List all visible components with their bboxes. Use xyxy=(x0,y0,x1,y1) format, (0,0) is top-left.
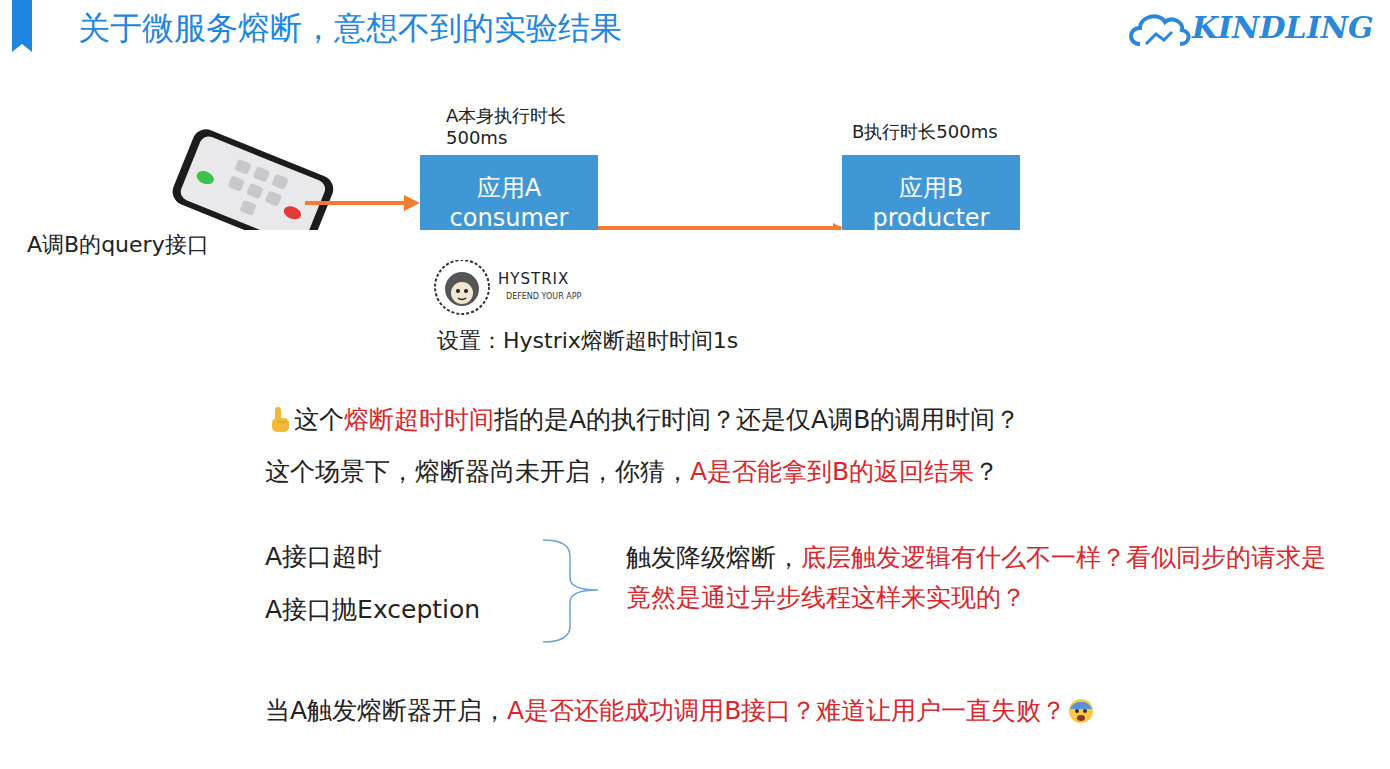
question-line: 这个场景下，熔断器尚未开启，你猜，A是否能拿到B的返回结果？ xyxy=(265,456,999,489)
curly-brace xyxy=(543,540,598,642)
plain-text: A接口超时 xyxy=(265,541,382,574)
plain-text: HYSTRIX xyxy=(498,270,569,290)
setting-note: 设置：Hystrix熔断超时时间1s xyxy=(437,327,738,356)
emoji-icon xyxy=(1068,698,1094,724)
duration-note: A本身执行时长 500ms xyxy=(446,105,596,148)
plain-text: 触发降级熔断， xyxy=(626,543,801,572)
highlight-text: A是否能拿到B的返回结果 xyxy=(690,456,974,489)
plain-text: ？ xyxy=(974,456,999,489)
plain-text: KINDLING xyxy=(1192,8,1374,47)
hystrix-tagline: DEFEND YOUR APP xyxy=(506,292,581,302)
highlight-text: A是否还能成功调用B接口？难道让用户一直失败？ xyxy=(507,695,1066,728)
box-label: 应用B producter xyxy=(852,173,1010,233)
edge-label: A调B的query接口 xyxy=(25,230,1390,260)
plain-text: DEFEND YOUR APP xyxy=(506,292,581,302)
emoji-icon xyxy=(268,406,292,434)
cloud-logo xyxy=(1131,16,1189,44)
question-line: 当A触发熔断器开启，A是否还能成功调用B接口？难道让用户一直失败？ xyxy=(265,695,1096,728)
hystrix-wordmark: HYSTRIX xyxy=(498,270,569,290)
plain-text: 这个场景下，熔断器尚未开启，你猜， xyxy=(265,456,690,489)
plain-text: 这个 xyxy=(294,404,344,437)
plain-text: 指的是A的执行时间？还是仅A调B的调用时间？ xyxy=(494,404,1020,437)
plain-text: 当A触发熔断器开启， xyxy=(265,695,507,728)
plain-text: A接口抛Exception xyxy=(265,594,480,627)
plain-text: 设置：Hystrix熔断超时时间1s xyxy=(437,327,738,356)
arrow-head xyxy=(404,195,420,211)
case-item: A接口超时 xyxy=(265,541,382,574)
brand-logo: KINDLING xyxy=(1192,8,1374,47)
case-item: A接口抛Exception xyxy=(265,594,480,627)
hystrix-logo xyxy=(435,260,489,314)
duration-note: B执行时长500ms xyxy=(852,121,1072,143)
highlight-text: 熔断超时时间 xyxy=(344,404,494,437)
question-line: 这个熔断超时时间指的是A的执行时间？还是仅A调B的调用时间？ xyxy=(266,404,1020,437)
explanation-note: 触发降级熔断，底层触发逻辑有什么不一样？看似同步的请求是竟然是通过异步线程这样来… xyxy=(626,538,1341,618)
box-label: 应用A consumer xyxy=(430,173,588,233)
bookmark-icon xyxy=(12,0,32,52)
request-arrow xyxy=(305,201,408,205)
